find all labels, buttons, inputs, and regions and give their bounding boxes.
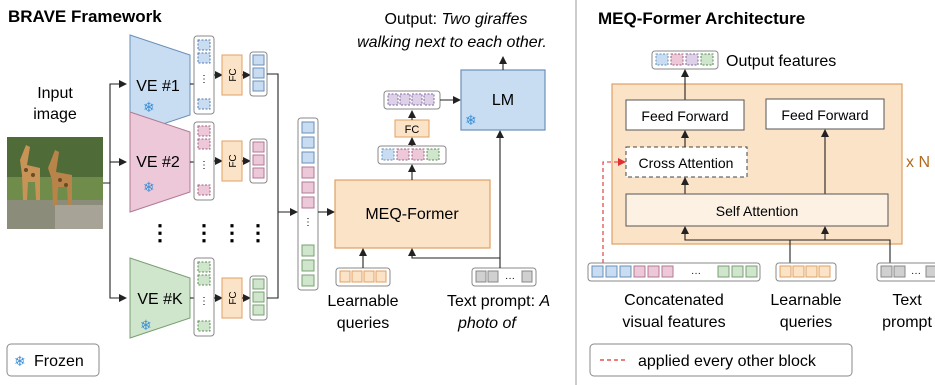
- feed-forward-right-box: [765, 98, 885, 130]
- input-label-line1: Input: [37, 85, 73, 102]
- concat-visual-tokens: ···: [587, 262, 761, 282]
- svg-text:⋮: ⋮: [303, 217, 313, 228]
- frozen-label: Frozen: [34, 353, 84, 370]
- svg-text:⋮: ⋮: [149, 220, 171, 245]
- vek-label: VE #K: [137, 291, 183, 308]
- svg-text:···: ···: [911, 268, 921, 279]
- right-text-prompt-tokens: ···: [876, 262, 935, 282]
- row-ellipsis: ⋮ ⋮ ⋮ ⋮: [149, 220, 269, 245]
- feed-forward-left-box: [625, 99, 745, 131]
- feed-forward-right-label: Feed Forward: [781, 107, 868, 123]
- encoder-row-1: VE #1 ❄ ⋮ FC: [129, 34, 268, 136]
- snowflake-icon: ❄: [140, 317, 152, 333]
- svg-text:⋮: ⋮: [193, 220, 215, 245]
- image-to-ve1-arrow: [103, 80, 127, 184]
- ve1-label: VE #1: [136, 78, 180, 95]
- svg-text:···: ···: [691, 268, 701, 279]
- image-to-vek-arrow: [109, 183, 127, 302]
- lm-label: LM: [492, 92, 514, 109]
- svg-text:⋮: ⋮: [221, 220, 243, 245]
- applied-legend-label: applied every other block: [638, 353, 817, 370]
- svg-text:⋮: ⋮: [199, 296, 209, 307]
- frozen-legend: ❄ Frozen: [6, 343, 100, 377]
- encoder-row-2: VE #2 ❄ ⋮ FC: [129, 111, 268, 213]
- snowflake-icon: ❄: [143, 179, 155, 195]
- ve1-trapezoid: [129, 34, 191, 136]
- text-prompt-label: Text prompt: A: [447, 293, 550, 310]
- concat-label-line1: Concatenated: [624, 292, 724, 309]
- learnable-queries: [335, 267, 391, 287]
- fc-output-tokens: [383, 90, 441, 110]
- merge-bracket: [267, 73, 279, 299]
- svg-text:FC: FC: [228, 154, 239, 167]
- self-attention-label: Self Attention: [716, 203, 799, 219]
- output-features-label: Output features: [726, 53, 836, 70]
- learnable-label-line2: queries: [337, 315, 389, 332]
- vek-trapezoid: [129, 257, 191, 339]
- svg-text:⋮: ⋮: [199, 74, 209, 85]
- input-label-line2: image: [33, 106, 77, 123]
- output-feature-tokens: [651, 50, 719, 70]
- right-learnable-tokens: [775, 262, 837, 282]
- prompt-to-meq-arrow: [408, 248, 501, 268]
- meq-output-tokens: [377, 145, 447, 165]
- cross-attention-label: Cross Attention: [639, 155, 734, 171]
- snowflake-icon: ❄: [465, 112, 477, 128]
- feed-forward-left-label: Feed Forward: [641, 108, 728, 124]
- repeat-label: x N: [906, 154, 930, 171]
- cross-attention-box: [625, 146, 748, 178]
- svg-text:···: ···: [505, 273, 515, 284]
- svg-text:FC: FC: [405, 124, 420, 136]
- brave-title: BRAVE Framework: [8, 7, 162, 26]
- snowflake-icon: ❄: [143, 99, 155, 115]
- applied-legend: applied every other block: [589, 343, 853, 377]
- right-text-line2: prompt: [882, 314, 932, 331]
- right-learnable-line2: queries: [780, 314, 832, 331]
- svg-text:⋮: ⋮: [199, 160, 209, 171]
- ve2-trapezoid: [129, 111, 191, 213]
- self-attention-box: [625, 193, 889, 227]
- meq-former-label: MEQ-Former: [365, 206, 459, 223]
- svg-text:⋮: ⋮: [247, 220, 269, 245]
- ve2-label: VE #2: [136, 154, 180, 171]
- right-learnable-line1: Learnable: [770, 292, 841, 309]
- text-prompt-label-line2: photo of: [457, 315, 517, 332]
- output-line1: Output: Two giraffes: [385, 11, 528, 28]
- meq-arch-title: MEQ-Former Architecture: [598, 9, 805, 28]
- concatenated-features-column: ⋮: [297, 117, 319, 291]
- learnable-label-line1: Learnable: [327, 293, 398, 310]
- svg-text:FC: FC: [228, 291, 239, 304]
- lm-box: [460, 69, 546, 131]
- input-image: [7, 137, 103, 229]
- snowflake-icon: ❄: [14, 353, 26, 369]
- cross-attn-input-arrow: [602, 158, 626, 263]
- output-line2: walking next to each other.: [357, 34, 547, 51]
- encoder-row-k: VE #K ❄ ⋮ FC: [129, 257, 268, 339]
- concat-label-line2: visual features: [622, 314, 725, 331]
- svg-text:FC: FC: [228, 68, 239, 81]
- text-prompt-tokens: ···: [471, 267, 537, 287]
- right-text-line1: Text: [892, 292, 922, 309]
